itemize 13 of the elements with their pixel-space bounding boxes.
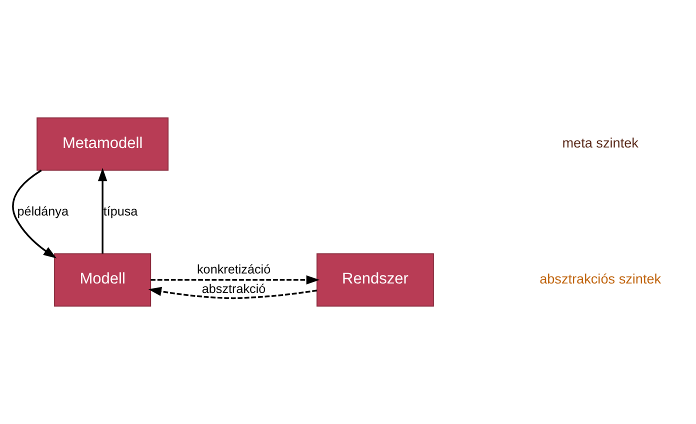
- arrow: [98, 168, 108, 254]
- arrow: [150, 275, 320, 285]
- node-box: Rendszer: [316, 253, 434, 307]
- edge-label: absztrakció: [202, 282, 266, 296]
- edge-label: konkretizáció: [197, 262, 271, 277]
- edge-label: példánya: [17, 204, 68, 218]
- arrow: [148, 286, 317, 300]
- label: absztrakciós szintek: [540, 272, 662, 287]
- edge-label: típusa: [103, 204, 138, 218]
- node-box: Metamodell: [36, 117, 169, 171]
- arrow: [12, 170, 57, 258]
- node-box: Modell: [54, 253, 152, 307]
- label: meta szintek: [562, 136, 638, 151]
